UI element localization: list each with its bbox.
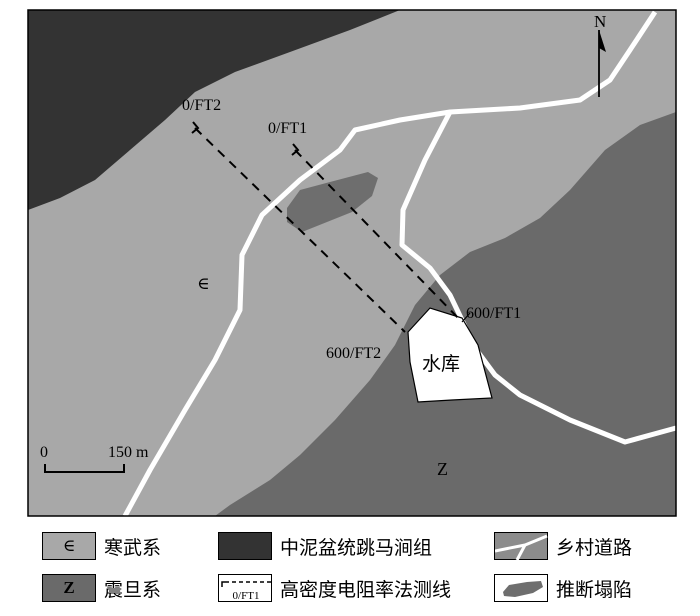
legend-road-branch-line (515, 544, 527, 561)
legend-item-road: 乡村道路 (494, 532, 633, 561)
legend-label-cambrian: 寒武系 (104, 536, 162, 559)
legend-survey-line-text: 0/FT1 (233, 590, 260, 602)
legend-label-road: 乡村道路 (556, 536, 633, 559)
ft1-end-label: 600/FT1 (466, 305, 521, 322)
legend-symbol-cambrian: ∈ (62, 536, 76, 555)
reservoir-label: 水库 (422, 353, 460, 375)
legend-swatch-cambrian: ∈ (42, 532, 96, 560)
survey-line-ft2-dash (194, 127, 406, 333)
legend-collapse-shape (503, 581, 543, 597)
legend-item-collapse: 推断塌陷 (494, 574, 632, 602)
ft1-start-label: 0/FT1 (268, 120, 307, 137)
legend-label-survey-line: 高密度电阻率法测线 (280, 578, 452, 601)
legend-collapse-sample (503, 581, 543, 597)
survey-line-ft2-start-tick (191, 121, 200, 134)
survey-line-ft1-start-tick (291, 143, 300, 156)
legend-label-mudstone: 中泥盆统跳马涧组 (280, 536, 433, 559)
legend-swatch-road (494, 532, 548, 561)
survey-line-ft2 (191, 121, 406, 333)
legend-swatch-collapse (494, 574, 548, 602)
legend-symbol-sinian: Z (63, 578, 75, 597)
collapse-zone (287, 172, 378, 232)
north-label: N (594, 12, 606, 31)
legend-road-line (495, 534, 548, 553)
ft2-end-label: 600/FT2 (326, 345, 381, 362)
mudstone-group-area (28, 10, 400, 210)
legend-swatch-sinian: Z (42, 574, 96, 602)
ft1-end-leader (461, 312, 471, 323)
scale-length-label: 150 m (108, 444, 149, 461)
legend: ∈ 寒武系 Z 震旦系 中泥盆统跳马涧组 0/FT1 高密度电阻率法测线 乡 (0, 524, 700, 616)
legend-survey-line-sample: 0/FT1 (221, 581, 271, 602)
legend-swatch-survey-line: 0/FT1 (218, 574, 272, 602)
north-arrow-head (599, 30, 606, 52)
cambrian-map-symbol: ∈ (197, 274, 210, 293)
north-arrow: N (594, 12, 606, 97)
survey-line-ft1-dash (294, 149, 463, 323)
legend-label-collapse: 推断塌陷 (556, 578, 633, 601)
legend-swatch-mudstone (218, 532, 272, 560)
survey-line-ft1 (291, 143, 463, 323)
legend-item-sinian: Z 震旦系 (42, 574, 161, 602)
legend-road-sample (495, 534, 548, 561)
map-frame (27, 9, 677, 517)
legend-item-mudstone: 中泥盆统跳马涧组 (218, 532, 432, 560)
ft2-start-label: 0/FT2 (182, 97, 221, 114)
legend-label-sinian: 震旦系 (104, 578, 162, 601)
road-main (122, 10, 658, 518)
legend-survey-line-tick (221, 581, 225, 587)
reservoir (407, 307, 493, 403)
scale-zero-label: 0 (40, 444, 48, 461)
legend-item-cambrian: ∈ 寒武系 (42, 532, 161, 560)
sinian-map-symbol: Z (437, 459, 448, 479)
scale-bar-line (44, 464, 125, 473)
legend-item-survey-line: 0/FT1 高密度电阻率法测线 (218, 574, 451, 602)
geologic-map: 0/FT2 0/FT1 600/FT1 600/FT2 水库 ∈ Z N 0 1… (27, 9, 677, 518)
scale-bar: 0 150 m (40, 444, 149, 473)
